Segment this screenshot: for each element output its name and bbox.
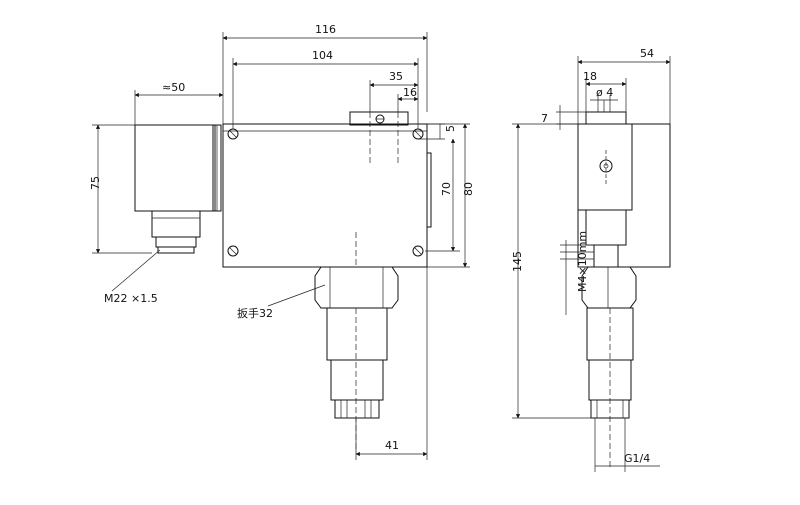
thread-callout: M22 ×1.5 xyxy=(104,249,161,305)
dim-75: 75 xyxy=(89,124,152,254)
pipe-thread-callout: G1/4 xyxy=(594,418,660,472)
thread-label: M22 ×1.5 xyxy=(104,292,158,305)
dim-label-50: ≈50 xyxy=(162,81,185,94)
front-view: 116 104 ≈50 35 16 xyxy=(89,23,475,460)
dim-connector: ≈50 xyxy=(134,81,224,125)
dim-label-16: 16 xyxy=(403,86,417,99)
dim-label-145: 145 xyxy=(511,251,524,272)
dim-label-5: 5 xyxy=(444,125,457,132)
dim-side-18: 18 xyxy=(583,70,627,112)
dim-label-104: 104 xyxy=(312,49,333,62)
dim-80: 80 xyxy=(427,123,475,268)
dim-label-116: 116 xyxy=(315,23,336,36)
dim-hole-spacing: 104 xyxy=(232,49,419,129)
dim-overall-width: 116 xyxy=(222,23,428,124)
dim-label-75: 75 xyxy=(89,176,102,190)
wrench-callout: 扳手32 xyxy=(237,284,326,320)
dim-35: 35 xyxy=(369,70,419,112)
dim-label-35: 35 xyxy=(389,70,403,83)
dim-5: 5 xyxy=(418,123,457,140)
wrench-label: 扳手32 xyxy=(237,306,273,320)
dim-label-54: 54 xyxy=(640,47,654,60)
dim-side-7: 7 xyxy=(541,105,586,130)
bolt-label: M4×10mm xyxy=(576,231,589,292)
dim-total-145: 145 xyxy=(511,123,591,419)
dim-16: 16 xyxy=(397,86,419,112)
pipe-thread-label: G1/4 xyxy=(624,452,650,465)
dim-side-bore: ø 4 xyxy=(590,86,618,112)
dim-label-18: 18 xyxy=(583,70,597,83)
dim-41: 41 xyxy=(355,267,428,460)
bolt-callout: M4×10mm xyxy=(560,231,594,315)
dim-70: 70 xyxy=(425,138,460,252)
main-housing xyxy=(222,111,432,268)
dim-side-width: 54 xyxy=(577,47,671,124)
screw-icon xyxy=(227,128,424,257)
side-view: 54 18 ø 4 7 145 xyxy=(511,47,671,472)
dim-label-bore: ø 4 xyxy=(596,86,613,99)
dim-label-70: 70 xyxy=(440,182,453,196)
hex-fitting xyxy=(314,266,399,450)
connector-box xyxy=(134,124,222,254)
dim-label-7: 7 xyxy=(541,112,548,125)
dim-label-41: 41 xyxy=(385,439,399,452)
dim-label-80: 80 xyxy=(462,182,475,196)
